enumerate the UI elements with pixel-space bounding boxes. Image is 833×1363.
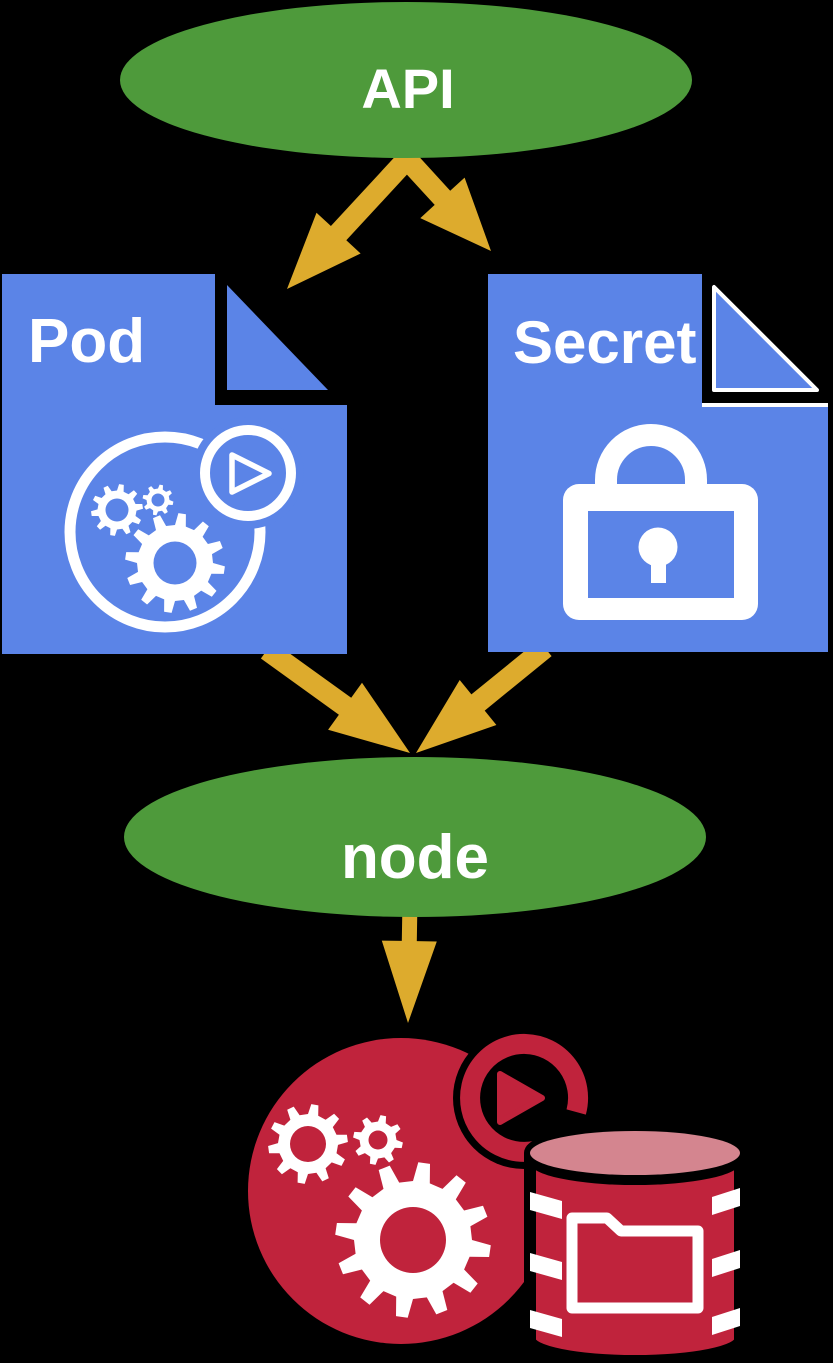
disk-stripe — [712, 1250, 740, 1277]
node-label: node — [341, 823, 489, 892]
play-icon — [497, 1071, 545, 1125]
arrow-api-to-pod — [287, 150, 416, 289]
container-circle — [64, 431, 266, 633]
gear-icon — [142, 484, 174, 516]
gear-icon — [353, 1115, 403, 1165]
arrow-secret-to-node — [416, 639, 552, 753]
secret-fold-corner — [712, 285, 819, 392]
secret-document: Secret — [488, 274, 828, 652]
disk-stripe — [712, 1188, 740, 1215]
pod-label: Pod — [28, 307, 145, 376]
api-node: API — [120, 2, 692, 158]
disk-stripe — [530, 1310, 562, 1337]
arrows-layer — [260, 150, 552, 1023]
keyhole-stem — [651, 555, 666, 583]
secret-label: Secret — [513, 309, 696, 376]
gear-icon — [268, 1104, 348, 1184]
cylinder-lid — [530, 1131, 740, 1175]
database-folder-icon — [524, 1125, 746, 1363]
gear-icon — [125, 513, 225, 613]
node-node: node — [124, 757, 706, 917]
gear-icon — [335, 1162, 491, 1318]
node-ellipse — [124, 757, 706, 917]
disk-stripe — [712, 1308, 740, 1335]
api-ellipse — [120, 2, 692, 158]
pod-document: Pod — [2, 274, 347, 654]
lock-shackle — [595, 424, 707, 490]
runtime-icons — [248, 1027, 746, 1363]
arrow-pod-to-node — [260, 641, 410, 753]
padlock-icon — [563, 424, 758, 620]
gear-icon — [91, 484, 143, 536]
disk-stripe — [530, 1253, 562, 1280]
disk-stripe — [530, 1192, 562, 1219]
pod-gears-play-circle-icon — [64, 417, 304, 633]
play-ring — [200, 425, 296, 521]
keyhole-icon — [638, 527, 678, 567]
folder-icon — [566, 1212, 704, 1314]
play-ring-arc — [460, 1033, 589, 1162]
pod-fold-corner — [227, 285, 328, 390]
play-icon — [229, 452, 272, 495]
arrow-node-to-runtime — [381, 899, 437, 1023]
api-label: API — [361, 57, 454, 120]
arrow-api-to-secret — [398, 150, 491, 251]
